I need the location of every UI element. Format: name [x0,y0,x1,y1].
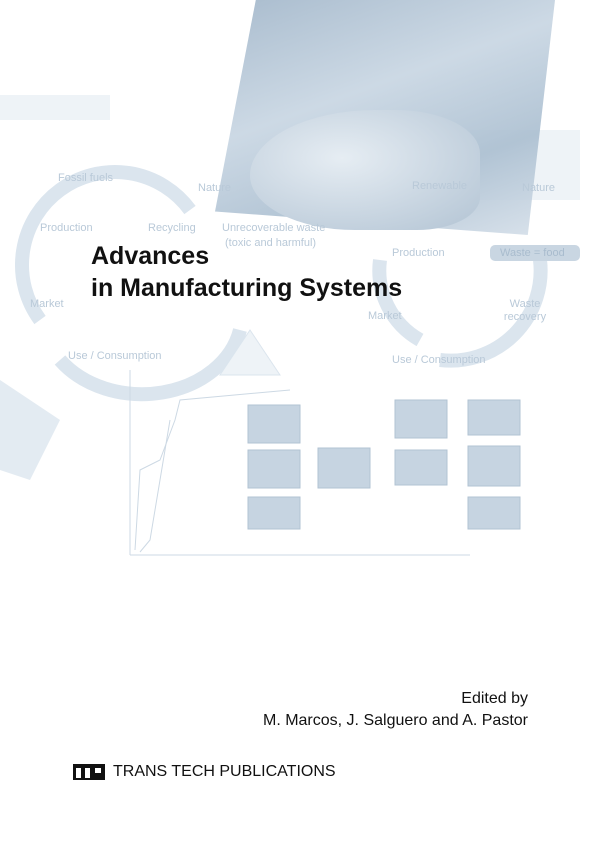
editors-block: Edited by M. Marcos, J. Salguero and A. … [263,688,528,732]
bg-label: Nature [198,182,232,194]
cycle-arrow [372,259,424,347]
ttp-logo-icon [73,764,105,780]
bg-label: Market [368,310,402,322]
publisher: TRANS TECH PUBLICATIONS [73,763,336,781]
bg-label: (toxic and harmful) [225,237,317,249]
cycle-arrow [15,165,196,325]
bg-label: Recycling [148,222,196,234]
bg-label: Fossil fuels [58,172,114,184]
cycle-arrow [439,259,548,368]
bg-label: Unrecoverable waste [222,222,326,234]
cycle-arrow [54,328,247,402]
publisher-name: TRANS TECH PUBLICATIONS [113,763,336,780]
bg-label: Market [30,298,64,310]
edited-by-label: Edited by [461,690,528,707]
bg-label: Renewable [412,180,468,192]
bg-label: Use / Consumption [68,350,162,362]
bg-label: Production [392,247,445,259]
bg-label: Nature [522,182,556,194]
bg-label: Waste = food [500,247,565,259]
editors-names: M. Marcos, J. Salguero and A. Pastor [262,712,528,729]
aircraft-fuselage [250,110,480,230]
book-title: Advances in Manufacturing Systems [91,240,402,304]
bg-label: Use / Consumption [392,354,486,366]
background-diagram [0,95,580,556]
bg-label: Production [40,222,93,234]
bg-label: Waste recovery [503,298,547,323]
title-line-2: in Manufacturing Systems [91,274,403,302]
title-line-1: Advances [91,242,210,270]
background-chart [129,370,470,556]
